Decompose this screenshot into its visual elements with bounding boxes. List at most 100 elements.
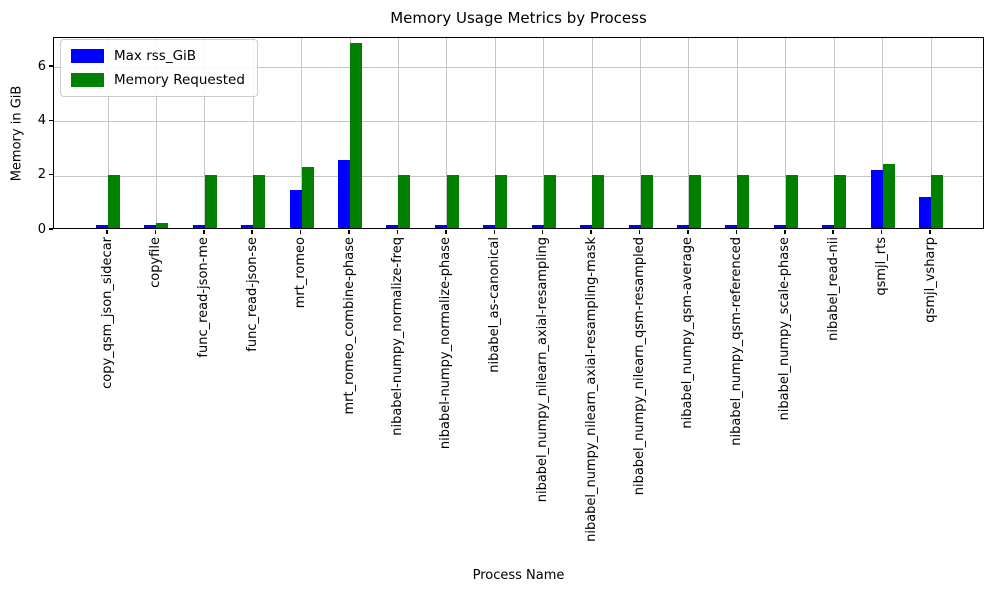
y-tick-label: 2: [37, 167, 46, 183]
bar-memory-requested: [688, 174, 701, 228]
x-tick-label: nibabel_numpy_nilearn_axial-resampling-m…: [583, 237, 599, 542]
x-tick-label: nibabel_numpy_qsm-referenced: [728, 237, 744, 446]
v-gridline: [107, 38, 109, 228]
x-tick-label: qsmjl_vsharp: [922, 237, 938, 323]
y-tick-label: 0: [37, 221, 46, 237]
bar-memory-requested: [398, 174, 411, 228]
x-tick-mark: [203, 230, 205, 234]
v-gridline: [591, 38, 593, 228]
v-gridline: [688, 38, 690, 228]
bar-memory-requested: [446, 174, 459, 228]
x-tick-mark: [154, 230, 157, 234]
chart-title: Memory Usage Metrics by Process: [390, 9, 647, 27]
x-tick-label: copy_qsm_json_sidecar: [99, 237, 115, 389]
bar-max-rss: [434, 224, 447, 228]
h-gridline: [54, 67, 983, 69]
bar-max-rss: [870, 169, 883, 228]
v-gridline: [446, 38, 448, 228]
bar-max-rss: [725, 224, 738, 228]
y-tick-mark: [49, 65, 53, 67]
v-gridline: [543, 38, 545, 228]
v-gridline: [736, 38, 738, 228]
bar-memory-requested: [350, 43, 363, 228]
v-gridline: [397, 38, 399, 228]
bar-max-rss: [338, 160, 351, 228]
legend: Max rss_GiB Memory Requested: [60, 39, 258, 97]
legend-item-memory-requested: Memory Requested: [71, 71, 245, 89]
bar-memory-requested: [592, 174, 605, 228]
x-tick-label: nibabel_numpy_scale-phase: [777, 237, 793, 421]
legend-label-memory-requested: Memory Requested: [114, 72, 245, 88]
v-gridline: [494, 38, 496, 228]
bar-max-rss: [483, 224, 496, 228]
bar-memory-requested: [785, 174, 798, 228]
bar-memory-requested: [543, 174, 556, 228]
x-tick-mark: [299, 230, 302, 234]
y-tick-mark: [49, 119, 53, 122]
v-gridline: [301, 38, 303, 228]
v-gridline: [204, 38, 206, 228]
bar-max-rss: [96, 224, 108, 228]
legend-label-max-rss: Max rss_GiB: [114, 48, 197, 64]
x-tick-mark: [784, 230, 786, 234]
bar-memory-requested: [253, 174, 266, 228]
v-gridline: [833, 38, 835, 228]
x-tick-label: nibabel_numpy_nilearn_axial-resampling: [535, 237, 551, 503]
x-tick-mark: [880, 230, 883, 234]
x-tick-mark: [687, 230, 689, 234]
x-tick-mark: [348, 230, 350, 234]
x-tick-label: nibabel-numpy_normalize-phase: [438, 237, 454, 450]
v-gridline: [155, 38, 157, 228]
x-tick-label: nibabel_read-nii: [825, 237, 841, 341]
bar-memory-requested: [301, 166, 314, 228]
plot-area: [53, 37, 984, 229]
bar-memory-requested: [108, 174, 120, 228]
x-tick-mark: [396, 230, 399, 234]
legend-item-max-rss: Max rss_GiB: [71, 47, 245, 65]
h-gridline: [54, 175, 983, 177]
bar-max-rss: [822, 224, 835, 228]
x-tick-mark: [251, 230, 253, 234]
v-gridline: [640, 38, 642, 228]
bar-memory-requested: [834, 174, 847, 228]
x-tick-mark: [590, 230, 592, 234]
x-tick-mark: [445, 230, 447, 234]
x-tick-mark: [541, 230, 544, 234]
legend-swatch-memory-requested-icon: [71, 73, 104, 87]
bar-memory-requested: [882, 164, 895, 228]
bar-memory-requested: [640, 174, 653, 228]
bar-memory-requested: [931, 174, 943, 228]
x-tick-mark: [493, 230, 496, 234]
x-tick-mark: [638, 230, 641, 234]
x-tick-mark: [832, 230, 834, 234]
x-tick-label: copyfile: [147, 237, 163, 288]
bar-max-rss: [676, 224, 689, 228]
legend-swatch-max-rss-icon: [71, 49, 104, 63]
bar-max-rss: [773, 224, 786, 228]
x-tick-mark: [735, 230, 738, 234]
v-gridline: [252, 38, 254, 228]
x-tick-mark: [929, 230, 931, 234]
bar-memory-requested: [156, 222, 169, 228]
y-tick-label: 6: [37, 58, 46, 74]
bar-max-rss: [580, 224, 593, 228]
bar-max-rss: [531, 224, 544, 228]
x-tick-label: nibabel_as-canonical: [486, 237, 502, 373]
x-tick-label: qsmjl_rts: [874, 237, 890, 296]
x-tick-mark: [106, 230, 108, 234]
v-gridline: [882, 38, 884, 228]
y-tick-label: 4: [37, 112, 46, 128]
x-tick-label: mrt_romeo: [293, 237, 309, 309]
x-tick-label: mrt_romeo_combine-phase: [341, 237, 357, 415]
y-tick-mark: [49, 173, 53, 176]
y-tick-mark: [49, 228, 53, 230]
x-tick-label: func_read-json-se: [244, 237, 260, 352]
bar-max-rss: [241, 224, 254, 228]
bar-max-rss: [289, 189, 302, 228]
bar-memory-requested: [204, 174, 217, 228]
v-gridline: [785, 38, 787, 228]
bar-max-rss: [628, 224, 641, 228]
x-tick-label: nibabel_numpy_nilearn_qsm-resampled: [632, 237, 648, 496]
bar-max-rss: [192, 224, 205, 228]
